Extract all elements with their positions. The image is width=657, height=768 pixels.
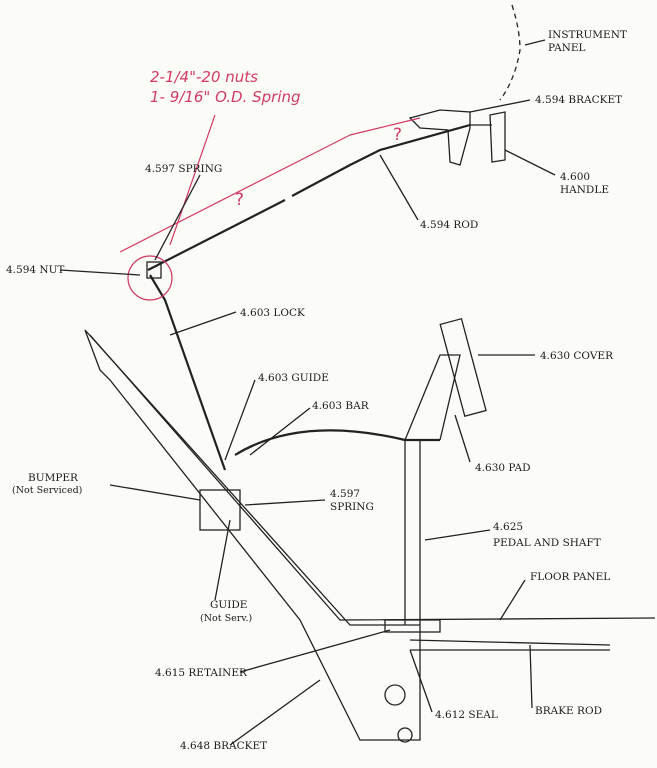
unknown-length-1: ? <box>235 190 244 210</box>
bolt <box>384 684 406 706</box>
pedal-pad-4630 <box>439 317 487 418</box>
guide-block <box>199 489 241 531</box>
leader-lines <box>59 39 556 746</box>
label-guide-4603: 4.603 GUIDE <box>258 372 329 384</box>
label-brake-rod: BRAKE ROD <box>535 705 602 717</box>
label-pad-4630: 4.630 PAD <box>475 462 531 474</box>
label-rod-4594: 4.594 ROD <box>420 219 478 231</box>
label-seal-4612: 4.612 SEAL <box>435 709 498 721</box>
note-line-1: 2-1/4"-20 nuts <box>150 68 258 86</box>
nut-circle-highlight <box>127 255 173 301</box>
dimension-line-1 <box>119 117 421 253</box>
note-arrow <box>169 114 216 246</box>
label-guide-note: (Not Serv.) <box>200 613 252 624</box>
bracket-4594-shape <box>408 109 471 166</box>
label-bracket-4648: 4.648 BRACKET <box>180 740 267 752</box>
label-retainer-4615: 4.615 RETAINER <box>155 667 248 679</box>
note-line-2: 1- 9/16" O.D. Spring <box>150 88 301 106</box>
instrument-panel-outline <box>499 4 521 101</box>
handle-4600-shape <box>470 111 506 163</box>
bolt <box>397 727 413 743</box>
label-bumper: BUMPER <box>28 472 79 484</box>
label-bracket-4594: 4.594 BRACKET <box>535 94 622 106</box>
brake-rod-line <box>409 639 611 651</box>
firewall-line <box>89 334 656 621</box>
bracket-4648-shape <box>84 329 421 741</box>
label-handle: HANDLE <box>560 184 609 196</box>
label-guide: GUIDE <box>210 599 247 611</box>
pedal-shaft <box>404 354 461 625</box>
label-spring-4597-num: 4.597 <box>330 488 360 500</box>
unknown-length-2: ? <box>393 125 402 145</box>
lock-4603-rod <box>149 274 227 471</box>
label-floor-panel: FLOOR PANEL <box>530 571 610 583</box>
label-instrument-panel-2: PANEL <box>548 42 586 54</box>
label-instrument-panel: INSTRUMENT <box>548 29 627 41</box>
label-spring-4597-top: 4.597 SPRING <box>145 163 222 175</box>
label-pedal-shaft: PEDAL AND SHAFT <box>493 537 601 549</box>
spring-top <box>146 261 162 279</box>
label-handle-num: 4.600 <box>560 171 590 183</box>
seal-4612 <box>384 619 441 633</box>
label-bar-4603: 4.603 BAR <box>312 400 370 412</box>
label-cover-4630: 4.630 COVER <box>540 350 614 362</box>
label-lock-4603: 4.603 LOCK <box>240 307 305 319</box>
label-nut-4594: 4.594 NUT <box>6 264 64 276</box>
label-spring-4597: SPRING <box>330 501 374 513</box>
bar-4603 <box>234 429 440 456</box>
label-pedal-num: 4.625 <box>493 521 523 533</box>
label-bumper-note: (Not Serviced) <box>12 485 82 496</box>
rod-4594 <box>147 123 471 271</box>
